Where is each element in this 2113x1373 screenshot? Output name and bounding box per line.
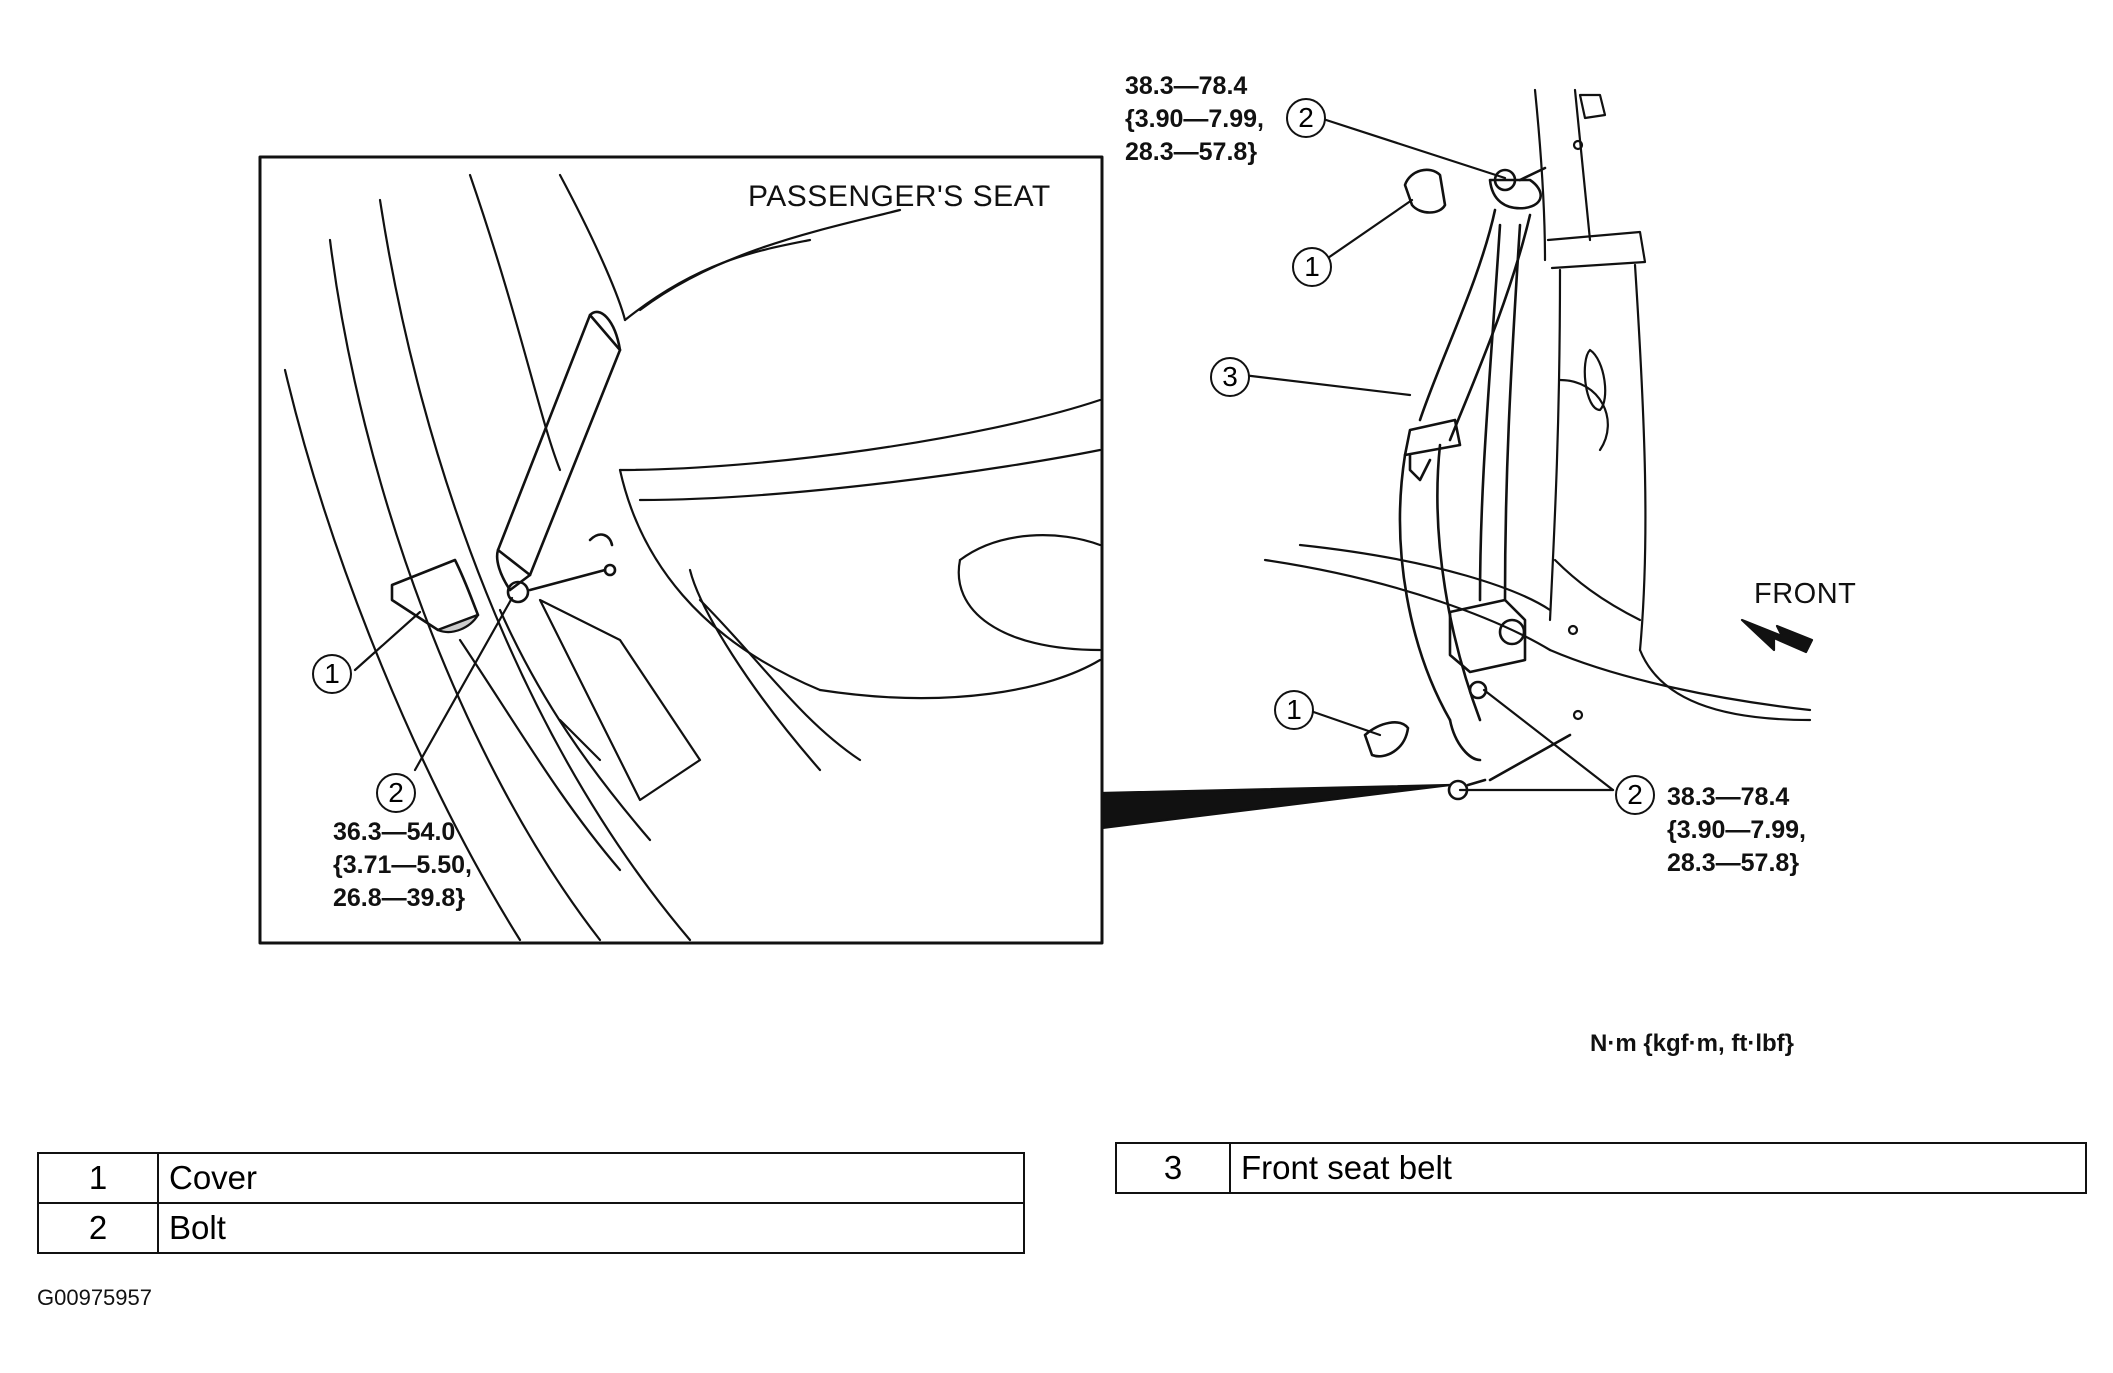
detail-torque-value: 36.3—54.0 {3.71—5.50, 26.8—39.8} bbox=[333, 818, 472, 912]
callout-upper-cover: 1 bbox=[1292, 247, 1332, 287]
main-lower-cover bbox=[1363, 721, 1410, 758]
callout-belt: 3 bbox=[1210, 357, 1250, 397]
detail-leader-bolt bbox=[413, 596, 514, 772]
legend-row: 1 Cover bbox=[37, 1152, 1025, 1204]
legend-name: Bolt bbox=[157, 1202, 1025, 1254]
torque-units: N·m {kgf·m, ft·lbf} bbox=[1590, 1030, 1794, 1057]
legend-table-right: 3 Front seat belt bbox=[1115, 1142, 2087, 1194]
legend-name: Cover bbox=[157, 1152, 1025, 1204]
detail-callout-cover: 1 bbox=[312, 654, 352, 694]
legend-number: 2 bbox=[37, 1202, 159, 1254]
callout-lower-bolt: 2 bbox=[1615, 775, 1655, 815]
detail-pointer-wedge bbox=[1100, 783, 1452, 830]
legend-row: 3 Front seat belt bbox=[1115, 1142, 2087, 1194]
legend-number: 1 bbox=[37, 1152, 159, 1204]
callout-upper-bolt: 2 bbox=[1286, 98, 1326, 138]
legend-table-left: 1 Cover 2 Bolt bbox=[37, 1152, 1025, 1254]
legend-number: 3 bbox=[1115, 1142, 1231, 1194]
figure-id: G00975957 bbox=[37, 1285, 152, 1310]
detail-callout-bolt: 2 bbox=[376, 773, 416, 813]
leader-lower-cover bbox=[1300, 706, 1382, 737]
detail-view-title: PASSENGER'S SEAT bbox=[748, 180, 1051, 213]
leader-upper-bolt bbox=[1318, 116, 1507, 180]
leader-belt bbox=[1241, 373, 1412, 397]
callout-lower-cover: 1 bbox=[1274, 690, 1314, 730]
legend-name: Front seat belt bbox=[1229, 1142, 2087, 1194]
leader-lower-bolt-a bbox=[1482, 688, 1615, 792]
detail-view-frame bbox=[258, 155, 1104, 945]
front-arrow-icon bbox=[1740, 618, 1814, 654]
main-belt bbox=[1398, 166, 1572, 801]
leader-upper-cover bbox=[1323, 198, 1414, 262]
detail-seat-lines bbox=[283, 173, 1102, 942]
lower-torque-value: 38.3—78.4 {3.90—7.99, 28.3—57.8} bbox=[1667, 783, 1806, 877]
main-pillar-lines bbox=[1263, 88, 1812, 722]
front-direction-label: FRONT bbox=[1754, 578, 1857, 610]
detail-belt-anchor bbox=[495, 310, 622, 604]
main-upper-cover bbox=[1403, 168, 1447, 214]
detail-leader-cover bbox=[353, 610, 422, 672]
legend-row: 2 Bolt bbox=[37, 1202, 1025, 1254]
upper-torque-value: 38.3—78.4 {3.90—7.99, 28.3—57.8} bbox=[1125, 72, 1264, 166]
